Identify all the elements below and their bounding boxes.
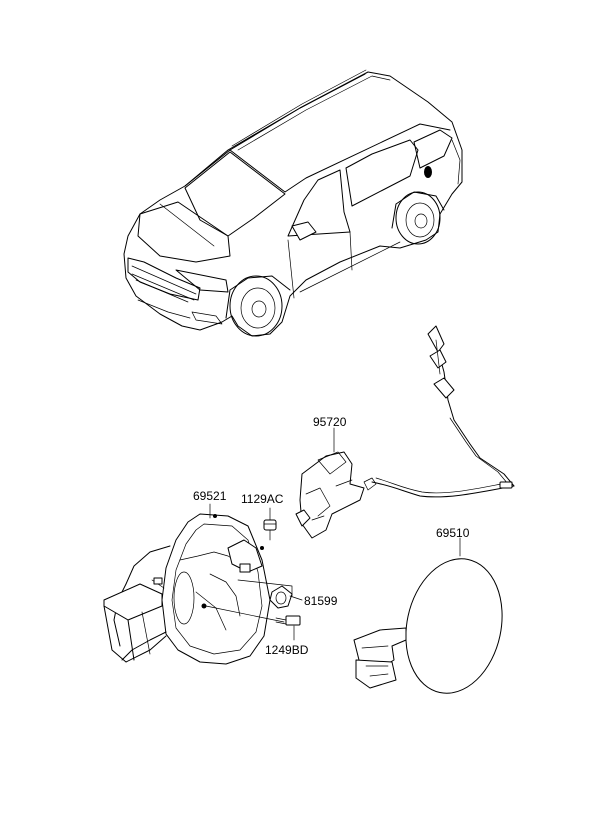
part-label-69521: 69521 <box>193 489 227 503</box>
leader-lines <box>205 427 461 641</box>
part-label-1249BD: 1249BD <box>265 643 309 657</box>
part-label-81599: 81599 <box>304 594 338 608</box>
vehicle-illustration <box>123 69 463 337</box>
fuel-filler-housing <box>103 513 271 665</box>
part-label-1129AC: 1129AC <box>241 492 284 506</box>
release-cable <box>371 325 515 498</box>
bolt-1249BD <box>275 615 301 626</box>
screw-1129AC <box>263 519 277 541</box>
grommet-81599 <box>269 585 293 609</box>
actuator-95720 <box>295 451 377 539</box>
part-label-69510: 69510 <box>436 526 470 540</box>
fuel-filler-door-69510 <box>353 558 503 694</box>
part-label-95720: 95720 <box>313 415 347 429</box>
